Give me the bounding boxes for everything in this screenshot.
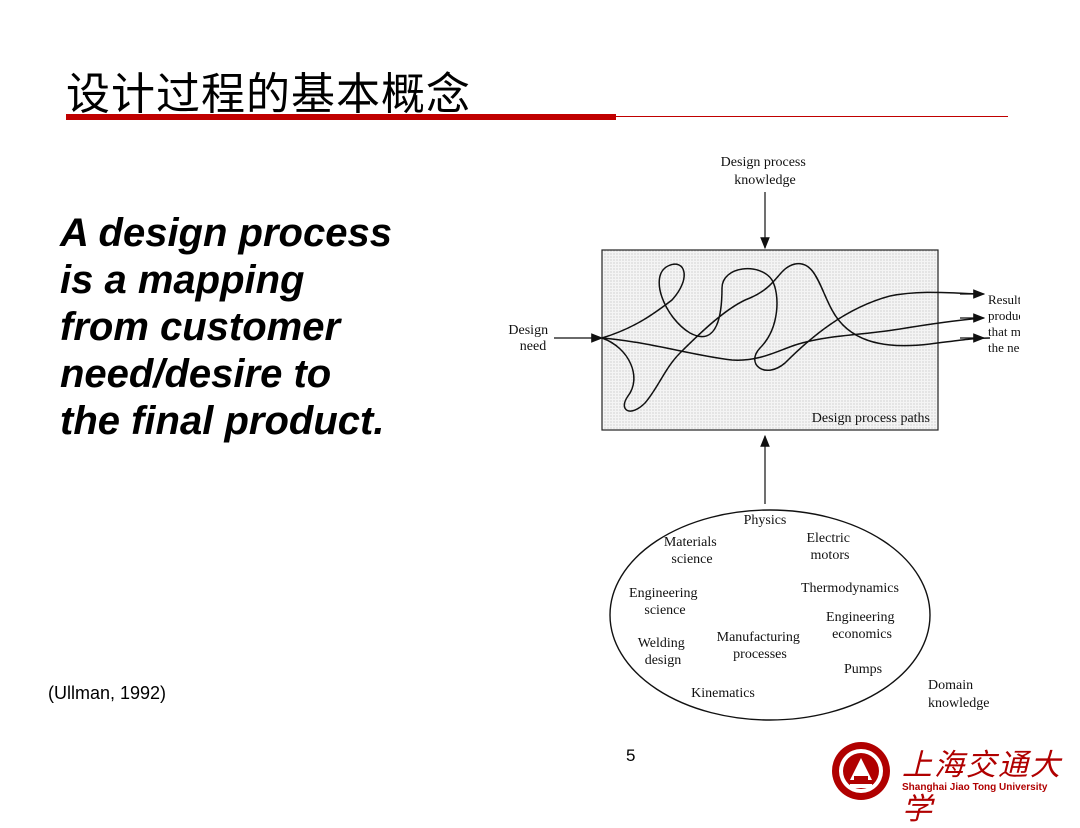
process-box [601, 249, 939, 431]
design-process-diagram: Design process knowledge Design need Res… [508, 155, 1020, 721]
title-underline-thin [616, 116, 1008, 117]
domain-knowledge-ellipse [609, 509, 931, 721]
domain-knowledge-label: Domain knowledge [928, 678, 989, 711]
university-logo: 上海交通大学 Shanghai Jiao Tong University [828, 740, 1068, 827]
domain-pumps: Pumps [844, 662, 882, 677]
top-input-label: Design process knowledge [721, 155, 810, 188]
domain-materials-science: Materials science [664, 535, 720, 567]
domain-manufacturing-processes: Manufacturing processes [717, 630, 804, 662]
domain-electric-motors: Electric motors [806, 531, 853, 563]
title-underline-thick [66, 114, 616, 120]
page-number: 5 [626, 746, 636, 765]
main-statement: A design process is a mapping from custo… [60, 210, 480, 445]
box-caption: Design process paths [812, 411, 930, 426]
main-statement-line: is a mapping [60, 258, 305, 302]
domain-welding-design: Welding design [638, 636, 689, 668]
main-statement-line: the final product. [60, 399, 385, 443]
design-need-label: Design need [508, 323, 551, 354]
domain-physics: Physics [744, 513, 787, 528]
domain-engineering-science: Engineering science [629, 586, 701, 618]
slide-title: 设计过程的基本概念 [66, 69, 471, 120]
design-process-paths [601, 263, 991, 412]
domain-thermodynamics: Thermodynamics [801, 581, 899, 596]
citation: (Ullman, 1992) [48, 683, 167, 703]
main-statement-line: from customer [60, 305, 341, 349]
domain-engineering-economics: Engineering economics [826, 610, 898, 642]
output-label: Resulting products that meet the need [988, 292, 1020, 355]
university-name-en: Shanghai Jiao Tong University [902, 782, 1048, 793]
main-statement-line: need/desire to [60, 352, 332, 396]
main-statement-line: A design process [60, 211, 392, 255]
university-emblem-icon [832, 742, 890, 800]
domain-kinematics: Kinematics [691, 686, 755, 701]
